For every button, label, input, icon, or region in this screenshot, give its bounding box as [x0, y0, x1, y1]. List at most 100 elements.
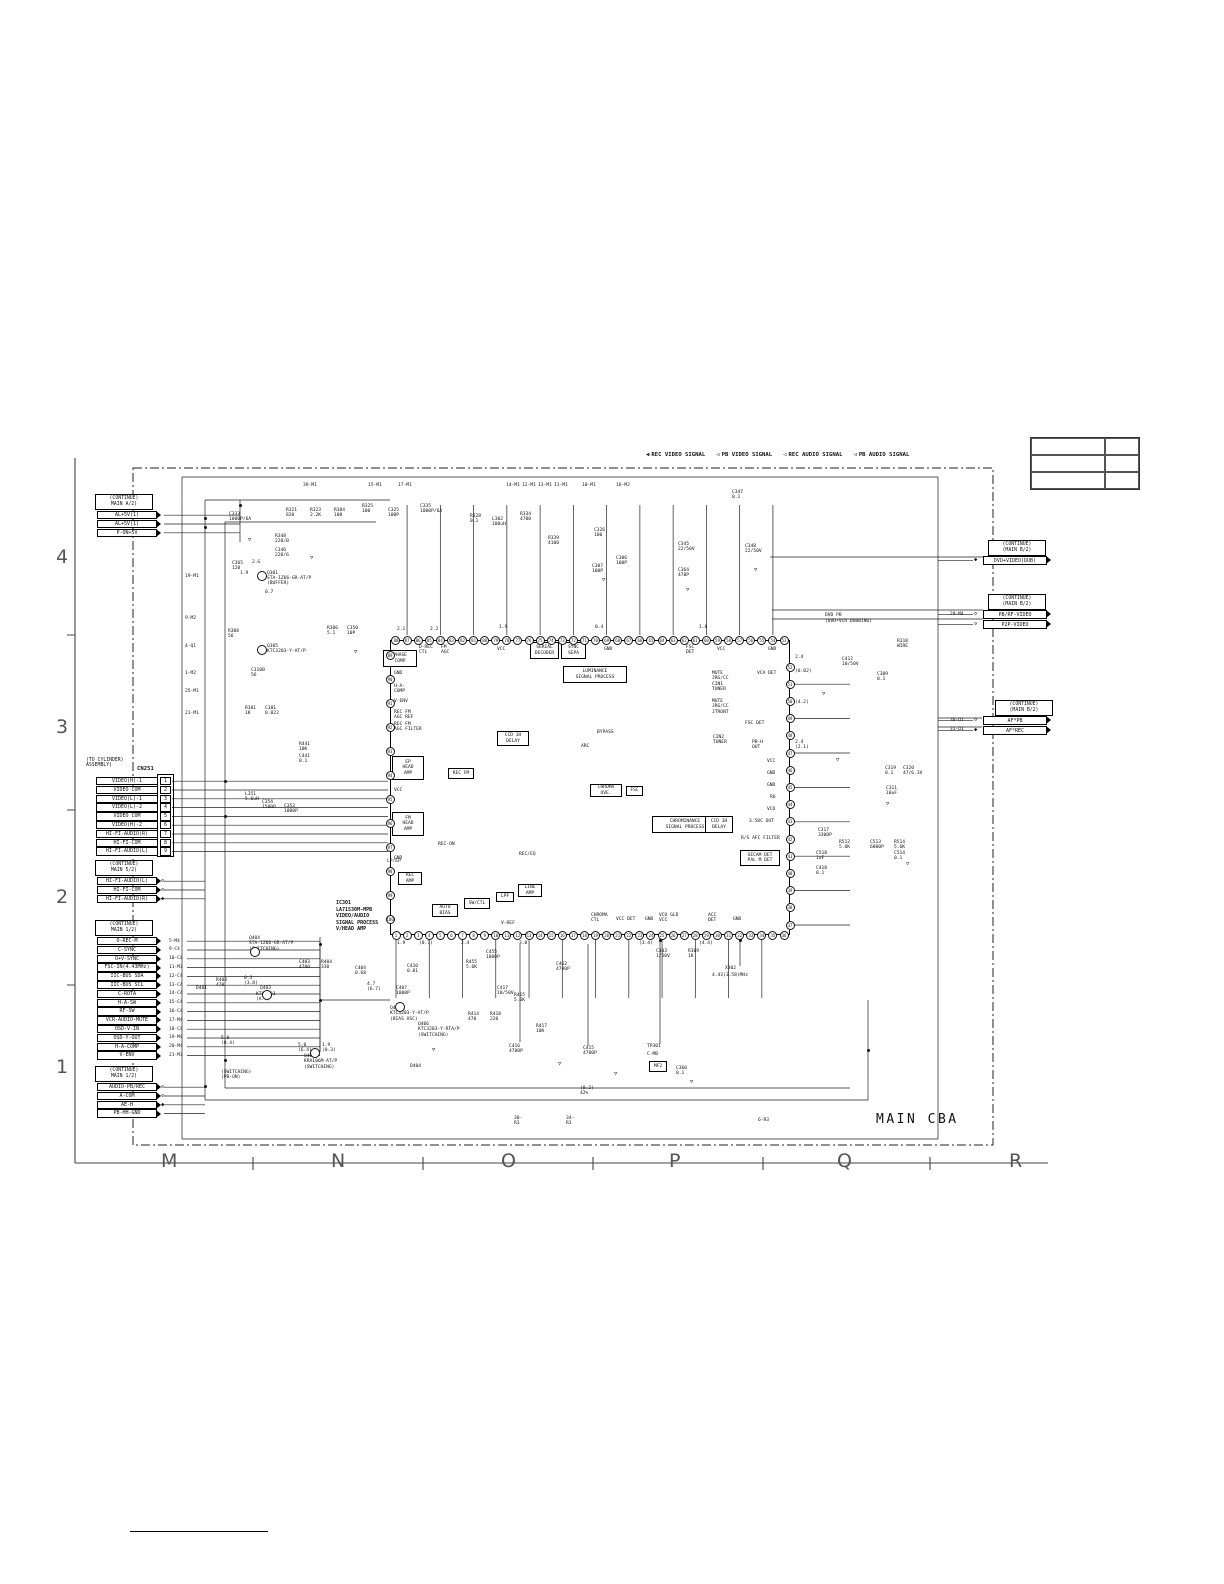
component-label: 2.4 (2.1) — [795, 740, 809, 751]
ground-icon: ▽ — [886, 801, 890, 807]
ic301-pin-99: 99 — [385, 890, 395, 900]
component-label: C303 1/50V — [656, 949, 670, 960]
transistor-icon — [395, 1002, 405, 1012]
component-label: CIN2 TUNER — [713, 735, 727, 746]
ic301-pin-91: 91 — [385, 698, 395, 708]
component-label: (0.7) — [419, 941, 433, 946]
ic301-pin-31: 31 — [724, 930, 734, 940]
cn251-pin-9: 9 — [160, 847, 171, 856]
block-fsc: FSC — [626, 786, 643, 796]
component-label: GND — [394, 671, 403, 676]
component-label: C319 0.1 — [885, 766, 897, 777]
junction-dot — [658, 938, 662, 942]
cn251-pin-7: 7 — [160, 829, 171, 839]
component-label: (DVD+VCR DUBBING) — [825, 619, 873, 624]
pin-ref: 31-Q1 — [950, 727, 964, 733]
ic301-pin-55: 55 — [757, 635, 767, 645]
connector-iic-bus-sda: IIC-BUS SDA — [97, 972, 161, 981]
ground-icon: ▽ — [906, 861, 910, 867]
cn251-pin-4: 4 — [160, 803, 171, 812]
component-label: C325 100P — [388, 508, 400, 519]
block-ccd-1h-delay: CCD 1H DELAY — [497, 731, 529, 746]
component-label: 2.1 — [397, 627, 406, 632]
component-label: VCA DET — [757, 671, 777, 676]
component-label: 4-Q1 — [185, 644, 197, 649]
component-label: Q407 KRA106M-AT/P (SWITCHING) — [304, 1054, 338, 1070]
connector-v-env: V-ENV — [97, 1051, 161, 1060]
output-pb-rf-video: PB/RF-VIDEO — [983, 610, 1051, 620]
component-label: VCC — [497, 647, 506, 652]
component-label: (0.02) — [795, 669, 812, 674]
connector-fsc-in-4-43mhz: FSC-IN(4.43MHz) — [97, 963, 161, 972]
component-label: C347 0.1 — [732, 490, 744, 501]
ic301-pin-98: 98 — [385, 866, 395, 876]
component-label: GND — [767, 783, 776, 788]
component-label: C326 100 — [594, 528, 606, 539]
pin-ref: 9-C4 — [169, 947, 180, 953]
component-label: 16-M2 — [616, 483, 630, 488]
component-label: 1.9 — [499, 625, 508, 630]
component-label: 1.9 — [397, 941, 406, 946]
component-label: REC FM AGC FILTER — [394, 722, 422, 733]
cn251-pin-6: 6 — [160, 821, 171, 830]
component-label: L302 100uH — [492, 517, 506, 528]
component-label: C345 22/50V — [678, 542, 695, 553]
ground-icon: ▽ — [690, 1079, 694, 1085]
component-label: Q406 KTC3203-Y-RTA/P (SWITCHING) — [418, 1022, 460, 1038]
pin-ref: 21-M3 — [169, 1052, 183, 1058]
component-label: 3.58C OUT — [749, 819, 774, 824]
continue-header: (CONTINUE) MAIN 1/2) — [95, 920, 153, 937]
pin-ref: 10-C4 — [169, 956, 183, 962]
component-label: 11-M1 — [554, 483, 568, 488]
component-label: 12-M1 — [522, 483, 536, 488]
block-fm-head-amp: FM HEAD AMP — [392, 812, 424, 836]
ground-icon: ▽ — [822, 691, 826, 697]
filled-diamond-icon: ◆ — [161, 1101, 165, 1108]
component-label: (3.4) — [639, 941, 653, 946]
component-label: C513 6800P — [870, 840, 884, 851]
legend-label: REC VIDEO SIGNAL — [651, 452, 706, 458]
cn251-pin-8: 8 — [160, 838, 171, 847]
component-label: 1-M2 — [185, 671, 197, 676]
block-secam-det-pal-m-det: SECAM DET PAL M DET — [740, 850, 780, 866]
component-label: R334 4700 — [520, 512, 532, 523]
component-label: R418 220 — [490, 1012, 502, 1023]
component-label: R348 220/B — [275, 534, 289, 545]
ic301-pin-28: 28 — [690, 930, 700, 940]
grid-ruler — [67, 458, 1048, 1170]
component-label: 4.43(3.58)MHz — [712, 973, 748, 978]
open-diamond-icon: ◇ — [161, 1092, 165, 1099]
component-label: 2.4 — [461, 941, 470, 946]
component-label: R441 10K — [299, 742, 311, 753]
ic301-pin-23: 23 — [635, 930, 645, 940]
ic301-pin-49: 49 — [785, 714, 795, 724]
connector-p-on-5v: P-ON+5V — [97, 528, 161, 538]
component-label: ACC DET — [708, 913, 717, 924]
ic301-pin-5: 5 — [435, 930, 445, 940]
component-label: ARC — [581, 744, 590, 749]
transistor-icon — [310, 1048, 320, 1058]
continue-header: (CONTINUE) (MAIN B/2) — [988, 540, 1046, 557]
connector-c-sync: C-SYNC — [97, 945, 161, 955]
transistor-icon — [257, 571, 267, 581]
component-label: 21-M1 — [185, 711, 199, 716]
revision-cell — [1031, 472, 1105, 489]
ic301-pin-43: 43 — [785, 817, 795, 827]
ic301-pin-96: 96 — [385, 818, 395, 828]
component-label: 0.4 — [595, 625, 604, 630]
component-label: R321 820 — [286, 508, 298, 519]
component-label: C415 4700P — [583, 1046, 597, 1057]
ic301-pin-90: 90 — [385, 674, 395, 684]
ic301-pin-63: 63 — [668, 635, 678, 645]
component-label: C404 0.68 — [355, 966, 367, 977]
component-label: 3.0 — [519, 941, 528, 946]
legend-item-pb-audio-signal: ◁PB AUDIO SIGNAL — [853, 452, 909, 458]
component-label: KTC3203-Y-AT/P — [267, 649, 306, 654]
ic301-pin-6: 6 — [446, 930, 456, 940]
ic301-pin-69: 69 — [602, 635, 612, 645]
legend-label: REC AUDIO SIGNAL — [788, 452, 843, 458]
component-label: R325 100 — [362, 504, 374, 515]
component-label: VCO GLD VCC — [659, 913, 679, 924]
grid-col-label-O: O — [501, 1150, 516, 1172]
component-label: MUTE JRG/CC JTRONT — [712, 699, 729, 715]
